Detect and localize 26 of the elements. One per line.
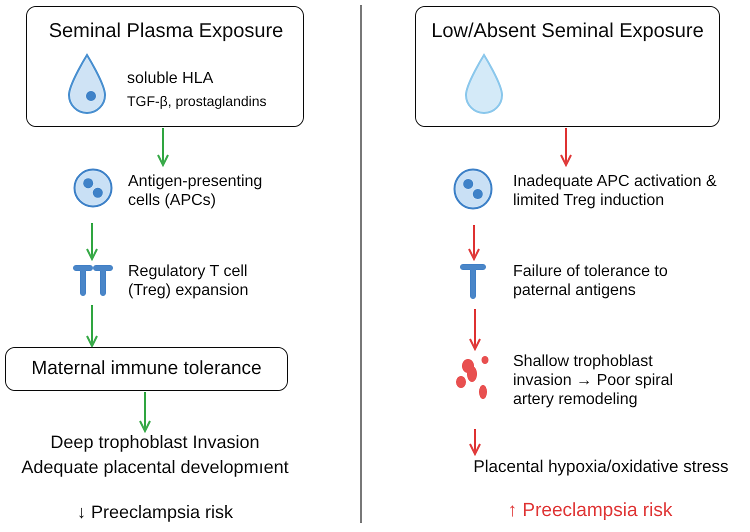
- process-box: [5, 347, 288, 391]
- box-title: Low/Absent Seminal Exposure: [430, 19, 705, 43]
- process-box: [26, 6, 304, 127]
- step-text: Deep trophoblast Invasion: [49, 432, 261, 454]
- arrow: [560, 128, 572, 166]
- risk-note: ↑ Preeclampsia risk: [506, 500, 674, 523]
- arrow: [157, 128, 169, 166]
- step-text: TGF-β, prostaglandins: [127, 93, 268, 110]
- arrow: [86, 305, 98, 347]
- step-text: Placental hypoxia/oxidative stress: [472, 457, 730, 478]
- arrow: [469, 309, 481, 350]
- process-box: [415, 6, 720, 127]
- step-text: Failure of tolerance to paternal antigens: [513, 262, 669, 300]
- step-text: Adequate placental developmıent: [20, 457, 290, 479]
- box-title: Seminal Plasma Exposure: [48, 19, 284, 43]
- risk-note: ↓ Preeclampsia risk: [76, 502, 234, 524]
- step-text: Shallow trophoblast invasion → Poor spiral artery remodeling: [513, 352, 674, 410]
- arrow: [139, 392, 151, 432]
- step-text: Regulatory T cell (Treg) expansion: [128, 262, 250, 300]
- step-text: Inadequate APC activation & limited Treg induction: [513, 172, 718, 210]
- step-text: soluble HLA: [127, 69, 214, 88]
- arrow: [86, 223, 98, 260]
- step-text: Antigen-presenting cells (APCs): [128, 172, 264, 210]
- box-title: Maternal immune tolerance: [30, 358, 263, 381]
- arrow: [468, 225, 480, 260]
- arrow: [469, 429, 481, 455]
